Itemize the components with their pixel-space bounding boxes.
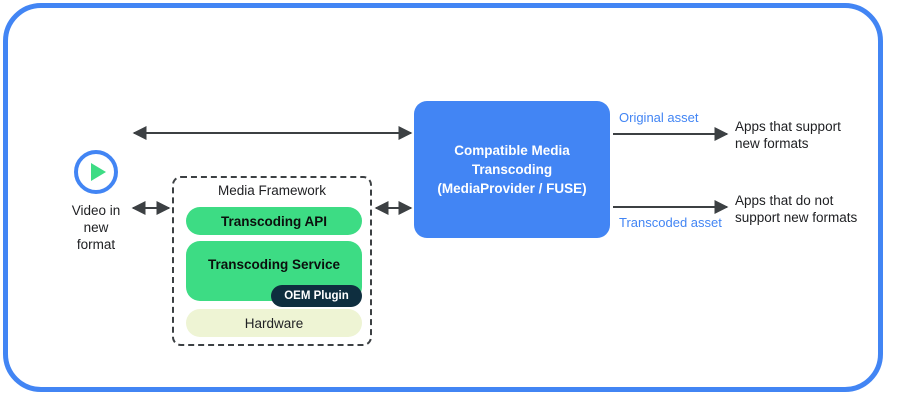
compatible-media-transcoding-box[interactable]: Compatible Media Transcoding (MediaProvi…: [414, 101, 610, 238]
original-asset-label: Original asset: [619, 110, 699, 125]
hardware-label: Hardware: [244, 315, 304, 331]
video-source-group: Video in new format: [42, 148, 150, 253]
transcoding-service-label: Transcoding Service: [207, 257, 341, 272]
video-source-caption: Video in new format: [71, 203, 121, 252]
compatible-media-transcoding-label: Compatible Media Transcoding (MediaProvi…: [437, 143, 587, 196]
outer-frame-border: [3, 3, 883, 392]
media-framework-container: Media Framework Transcoding API Transcod…: [172, 176, 372, 346]
apps-supporting-formats-label: Apps that support new formats: [735, 119, 841, 151]
transcoding-api-label: Transcoding API: [220, 213, 328, 229]
oem-plugin-label: OEM Plugin: [284, 290, 349, 302]
oem-plugin-badge[interactable]: OEM Plugin: [271, 285, 362, 307]
apps-not-supporting-formats-label: Apps that do not support new formats: [735, 193, 858, 225]
play-circle-icon: [74, 150, 118, 194]
transcoding-service-box[interactable]: Transcoding Service: [186, 241, 362, 301]
media-framework-title: Media Framework: [217, 183, 327, 198]
transcoding-api-box[interactable]: Transcoding API: [186, 207, 362, 235]
hardware-box[interactable]: Hardware: [186, 309, 362, 337]
transcoded-asset-label: Transcoded asset: [619, 215, 722, 230]
